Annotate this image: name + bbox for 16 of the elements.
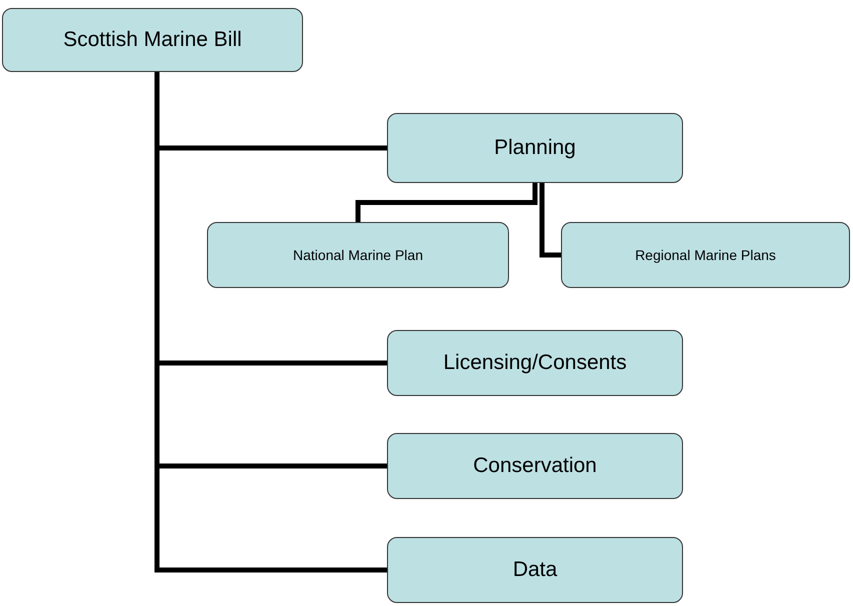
process-box <box>387 330 683 396</box>
connector-line <box>540 183 561 258</box>
box-label: Planning <box>494 135 576 162</box>
process-box <box>387 113 683 183</box>
process-box <box>207 222 509 288</box>
box-label: National Marine Plan <box>293 246 423 264</box>
box-label: Data <box>512 557 558 584</box>
process-box <box>387 537 683 603</box>
box-label: Conservation <box>473 453 597 480</box>
box-label: Licensing/Consents <box>443 350 627 376</box>
connector-line <box>356 183 538 222</box>
box-label: Regional Marine Plans <box>635 246 776 265</box>
box-label: Scottish Marine Bill <box>63 27 242 54</box>
process-box <box>2 8 303 72</box>
process-box <box>561 222 850 288</box>
process-box <box>387 433 683 499</box>
